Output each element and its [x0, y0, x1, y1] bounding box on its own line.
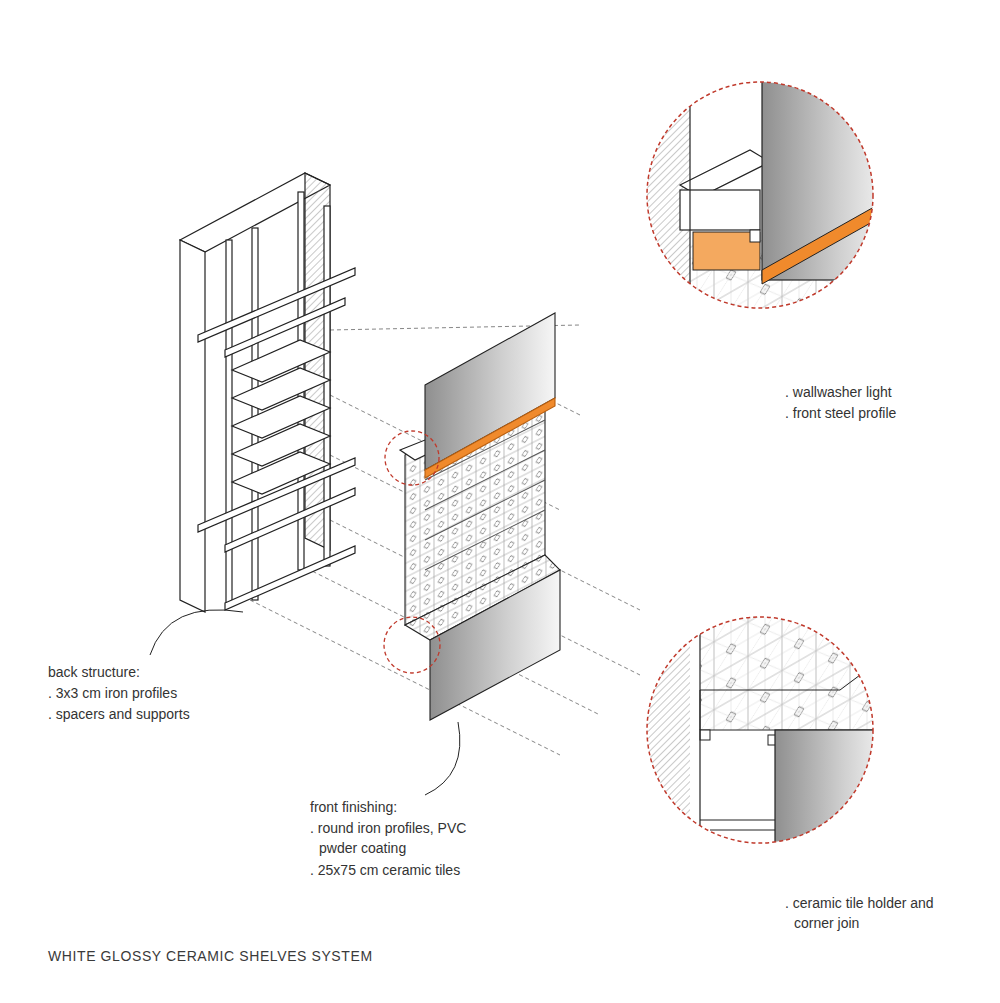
annotation-label: front finishing:	[310, 797, 530, 817]
annotation-label: back structure:	[48, 662, 268, 682]
annotation-label: . front steel profile	[785, 403, 985, 423]
annotation-label: . ceramic tile holder and corner join	[785, 893, 954, 933]
annotation-label: . 25x75 cm ceramic tiles	[310, 860, 530, 880]
annotation-label: . spacers and supports	[48, 704, 268, 724]
annotation-label: . 3x3 cm iron profiles	[48, 683, 268, 703]
annotation-label: . wallwasher light	[785, 382, 985, 402]
diagram-title: WHITE GLOSSY CERAMIC SHELVES SYSTEM	[48, 946, 548, 966]
annotation-label: . round iron profiles, PVC pwder coating	[310, 818, 499, 858]
